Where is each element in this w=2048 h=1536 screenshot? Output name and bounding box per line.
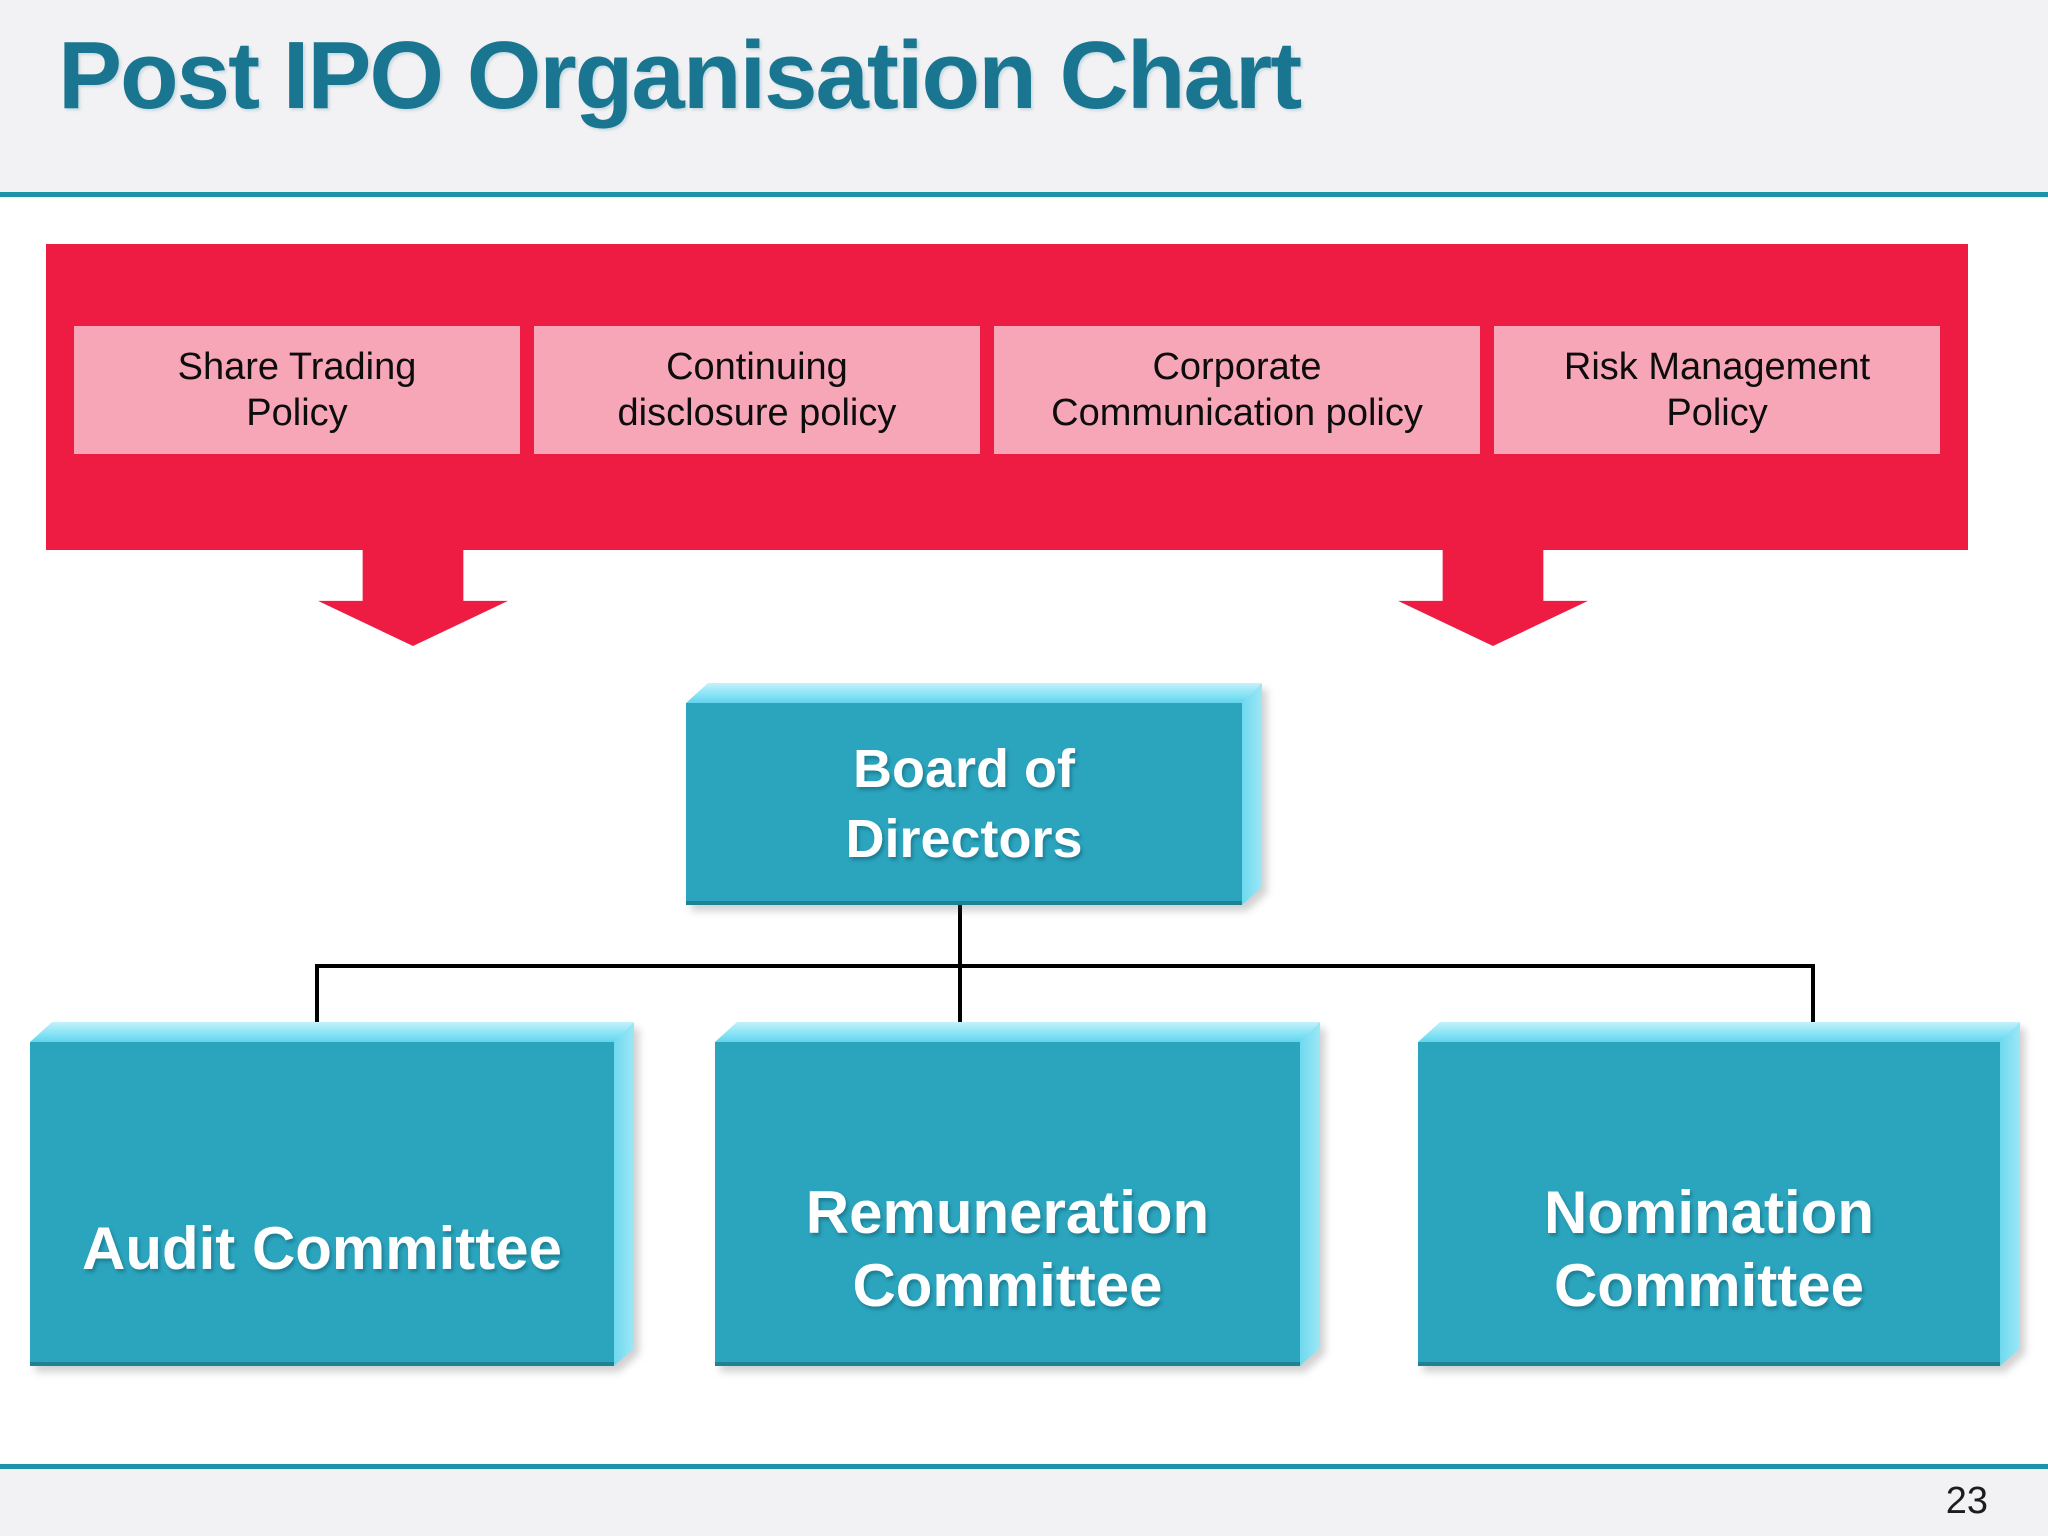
connector-drop-audit <box>315 964 319 1026</box>
policy-row: Share Trading Policy Continuing disclosu… <box>74 326 1941 454</box>
page-number: 23 <box>1945 1480 1988 1522</box>
audit-committee-label: Audit Committee <box>82 1215 562 1283</box>
header-band <box>0 0 2048 192</box>
node-front-face <box>715 1042 1300 1366</box>
connector-horizontal <box>315 964 1815 968</box>
board-of-directors-node: Board of Directors <box>686 683 1262 905</box>
node-front-face <box>686 703 1242 905</box>
policy-card-corporate-communication: Corporate Communication policy <box>993 326 1481 454</box>
node-side-face <box>2000 1022 2020 1366</box>
node-side-face <box>1242 683 1262 905</box>
connector-board-stem <box>958 903 962 967</box>
board-of-directors-label: Board of Directors <box>845 738 1083 869</box>
node-top-bevel <box>715 1022 1320 1042</box>
footer-rule <box>0 1464 2048 1469</box>
node-side-face <box>1300 1022 1320 1366</box>
nomination-committee-node: Nomination Committee <box>1418 1022 2020 1366</box>
remuneration-committee-label: Remuneration Committee <box>805 1178 1210 1319</box>
connector-drop-nomination <box>1811 964 1815 1026</box>
nomination-committee-label: Nomination Committee <box>1544 1178 1874 1319</box>
audit-committee-node: Audit Committee <box>30 1022 634 1366</box>
node-top-bevel <box>686 683 1262 703</box>
footer-band <box>0 1469 2048 1536</box>
policy-card-continuing-disclosure: Continuing disclosure policy <box>533 326 980 454</box>
node-top-bevel <box>30 1022 634 1042</box>
node-side-face <box>614 1022 634 1366</box>
policy-card-share-trading: Share Trading Policy <box>74 326 520 454</box>
header-rule <box>0 192 2048 197</box>
down-arrow-left-icon <box>318 548 508 646</box>
node-top-bevel <box>1418 1022 2020 1042</box>
policy-card-risk-management: Risk Management Policy <box>1494 326 1941 454</box>
policies-banner: Share Trading Policy Continuing disclosu… <box>46 244 1968 550</box>
node-front-face <box>30 1042 614 1366</box>
slide-title: Post IPO Organisation Chart <box>58 22 1302 129</box>
remuneration-committee-node: Remuneration Committee <box>715 1022 1320 1366</box>
node-front-face <box>1418 1042 2000 1366</box>
connector-drop-remuneration <box>958 964 962 1048</box>
down-arrow-right-icon <box>1398 548 1588 646</box>
